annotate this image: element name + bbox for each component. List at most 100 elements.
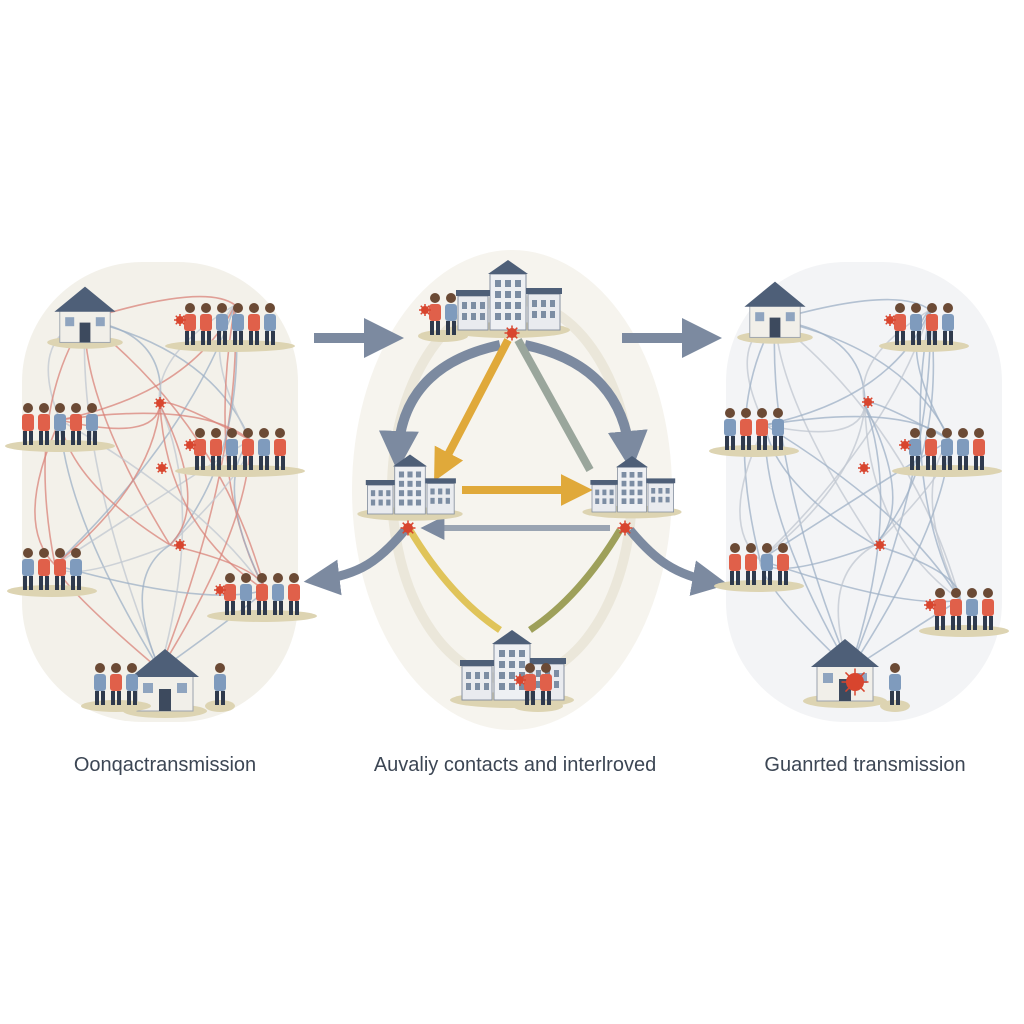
arrow-icon [303, 527, 409, 596]
contact-link [141, 544, 171, 671]
ground-shadow [714, 580, 804, 592]
virus-icon [504, 325, 520, 341]
middle-flows [303, 338, 729, 633]
virus-icon [862, 396, 874, 408]
ground-shadow [207, 610, 317, 622]
person-icon [429, 293, 441, 335]
virus-icon [419, 304, 431, 316]
person-icon [22, 548, 34, 590]
ground-shadow [709, 445, 799, 457]
caption-middle: Auvaliy contacts and interlroved [373, 754, 657, 776]
person-icon [524, 663, 536, 705]
person-icon [756, 408, 768, 450]
person-icon [256, 573, 268, 615]
person-icon [942, 303, 954, 345]
ground-shadow [513, 700, 563, 712]
contact-link [218, 304, 251, 441]
person-icon [38, 548, 50, 590]
person-icon [258, 428, 270, 470]
person-icon [110, 663, 122, 705]
ground-shadow [892, 465, 1002, 477]
ground-shadow [81, 700, 151, 712]
ground-shadow [7, 585, 97, 597]
ground-shadow [919, 625, 1009, 637]
person-icon [184, 303, 196, 345]
person-icon [957, 428, 969, 470]
person-icon [272, 573, 284, 615]
ground-shadow [418, 330, 468, 342]
virus-icon [514, 674, 526, 686]
person-icon [761, 543, 773, 585]
contact-link [159, 404, 266, 591]
contact-link [159, 404, 184, 671]
caption-right: Guanrted transmission [764, 754, 966, 776]
virus-icon [154, 397, 166, 409]
person-icon [894, 303, 906, 345]
person-icon [248, 303, 260, 345]
person-icon [925, 428, 937, 470]
ground-shadow [165, 340, 295, 352]
ground-shadow [879, 340, 969, 352]
virus-icon [841, 668, 869, 696]
person-icon [926, 303, 938, 345]
person-icon [910, 303, 922, 345]
ground-shadow [880, 700, 910, 712]
contact-link [764, 424, 876, 546]
arrow-icon [434, 338, 512, 482]
person-icon [54, 548, 66, 590]
person-icon [86, 403, 98, 445]
contact-link [864, 404, 894, 546]
person-icon [740, 408, 752, 450]
arrow-icon [406, 528, 502, 633]
virus-icon [400, 520, 416, 536]
person-icon [224, 573, 236, 615]
arrow-icon [626, 527, 729, 596]
contact-link [84, 295, 236, 321]
ground-shadow [5, 440, 115, 452]
person-icon [745, 543, 757, 585]
virus-icon [617, 520, 633, 536]
ground-shadow [175, 465, 305, 477]
virus-icon [174, 314, 186, 326]
person-icon [242, 428, 254, 470]
building-icon [357, 454, 463, 521]
person-icon [38, 403, 50, 445]
virus-icon [884, 314, 896, 326]
house-icon [47, 286, 123, 349]
person-icon [934, 588, 946, 630]
contact-link [759, 404, 866, 561]
virus-icon [858, 462, 870, 474]
person-icon [288, 573, 300, 615]
person-icon [889, 663, 901, 705]
person-icon [540, 663, 552, 705]
virus-icon [174, 539, 186, 551]
contact-link [83, 319, 161, 671]
virus-icon [214, 584, 226, 596]
person-icon [70, 403, 82, 445]
person-icon [274, 428, 286, 470]
scene-items [5, 260, 1009, 718]
virus-icon [924, 599, 936, 611]
person-icon [54, 403, 66, 445]
contact-link [774, 298, 931, 321]
person-icon [240, 573, 252, 615]
person-icon [777, 543, 789, 585]
person-icon [94, 663, 106, 705]
contact-link [54, 404, 161, 566]
arrow-icon [528, 528, 624, 633]
person-icon [194, 428, 206, 470]
ground-shadow [205, 700, 235, 712]
arrow-icon [514, 338, 594, 472]
person-icon [909, 428, 921, 470]
person-icon [216, 303, 228, 345]
virus-icon [899, 439, 911, 451]
person-icon [70, 548, 82, 590]
person-icon [973, 428, 985, 470]
virus-icon [874, 539, 886, 551]
building-icon [582, 456, 682, 519]
person-icon [226, 428, 238, 470]
person-icon [982, 588, 994, 630]
virus-icon [184, 439, 196, 451]
person-icon [729, 543, 741, 585]
